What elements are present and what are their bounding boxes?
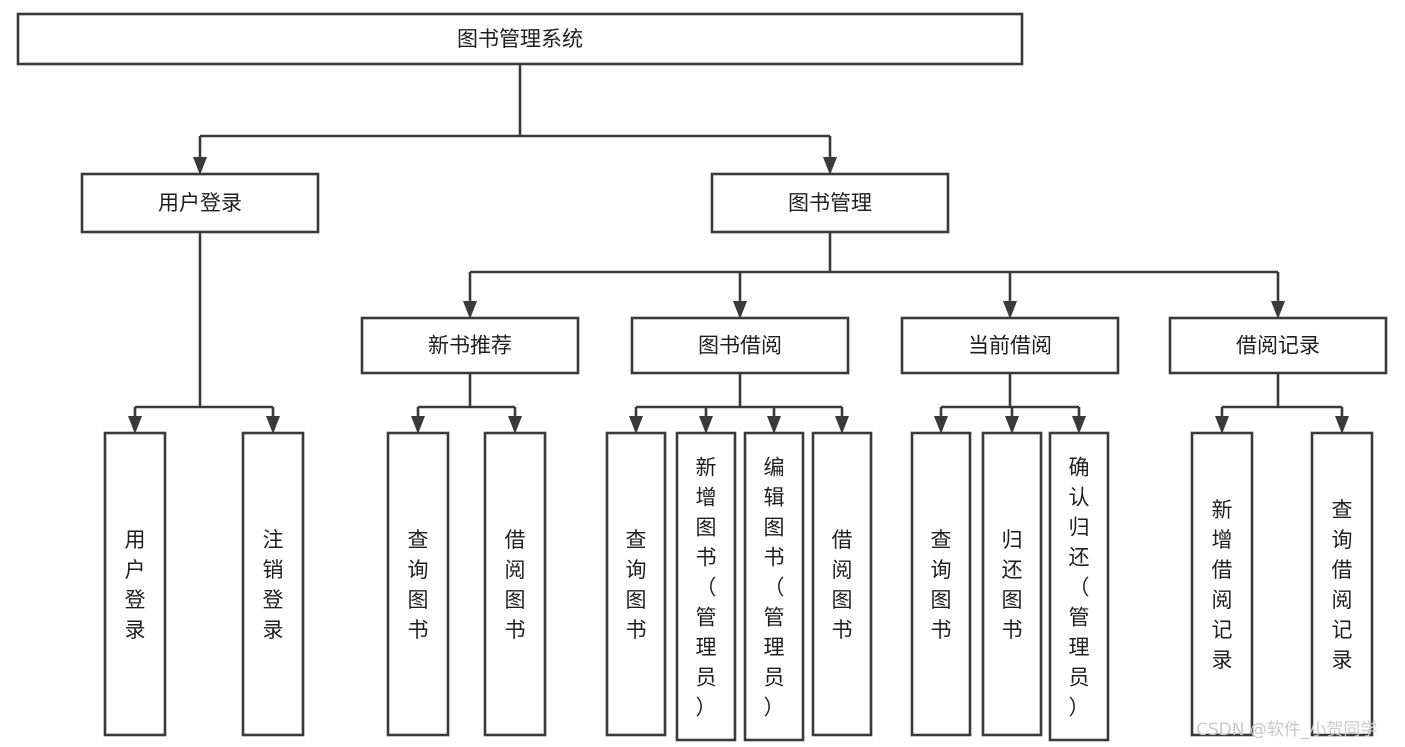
arrow-head-icon [1072,416,1086,434]
csdn-watermark: CSDN @软件_小贺同学 [1196,720,1377,740]
node-leaf-confirm-return[interactable]: 确认归还（管理员） [1048,431,1110,742]
arrow-head-icon [767,416,781,434]
arrow-head-icon [1003,301,1017,319]
edge-group-root [193,64,837,175]
node-box-leaf-borrow-book-rec[interactable] [483,431,547,737]
arrow-head-icon [699,416,713,434]
node-box-current-borrow[interactable] [900,316,1120,375]
node-leaf-user-login[interactable]: 用户登录 [103,431,167,737]
edge-layer [128,64,1349,434]
node-label-leaf-query-book-cur: 查询图书 [931,528,952,642]
arrow-head-icon [629,416,643,434]
node-leaf-query-book-rec[interactable]: 查询图书 [386,431,450,737]
node-label-leaf-borrow-book: 借阅图书 [832,528,853,642]
edge-group-new-book-rec [411,373,522,434]
node-label-borrow-record: 借阅记录 [1236,334,1320,358]
node-leaf-logout[interactable]: 注销登录 [241,431,305,737]
arrow-head-icon [934,416,948,434]
node-label-leaf-borrow-book-rec: 借阅图书 [505,528,526,642]
arrow-head-icon [128,416,142,434]
node-box-leaf-add-record[interactable] [1190,431,1254,737]
node-label-book-borrow: 图书借阅 [698,334,782,358]
node-box-leaf-query-book-borrow[interactable] [605,431,667,737]
node-new-book-rec[interactable]: 新书推荐 [360,316,580,375]
node-user-login[interactable]: 用户登录 [80,172,320,234]
node-leaf-add-book[interactable]: 新增图书（管理员） [675,431,737,742]
arrow-head-icon [1271,301,1285,319]
arrow-head-icon [823,157,837,175]
node-leaf-add-record[interactable]: 新增借阅记录 [1190,431,1254,737]
node-label-book-mgmt: 图书管理 [788,191,872,215]
node-box-leaf-query-book-cur[interactable] [910,431,972,737]
node-label-root: 图书管理系统 [457,27,583,51]
node-layer: 图书管理系统用户登录图书管理新书推荐图书借阅当前借阅借阅记录用户登录注销登录查询… [16,12,1388,742]
arrow-head-icon [1005,416,1019,434]
node-current-borrow[interactable]: 当前借阅 [900,316,1120,375]
node-leaf-borrow-book[interactable]: 借阅图书 [811,431,873,737]
node-box-leaf-add-book[interactable] [675,431,737,742]
node-box-leaf-user-login[interactable] [103,431,167,737]
node-label-leaf-user-login: 用户登录 [125,528,146,642]
arrow-head-icon [411,416,425,434]
node-label-leaf-logout: 注销登录 [263,528,284,642]
node-label-leaf-return-book: 归还图书 [1002,528,1023,642]
arrow-head-icon [1215,416,1229,434]
node-box-book-mgmt[interactable] [710,172,950,234]
node-box-leaf-return-book[interactable] [981,431,1043,737]
edge-group-current-borrow [934,373,1086,434]
node-book-borrow[interactable]: 图书借阅 [630,316,850,375]
node-book-mgmt[interactable]: 图书管理 [710,172,950,234]
node-leaf-edit-book[interactable]: 编辑图书（管理员） [743,431,805,742]
node-label-new-book-rec: 新书推荐 [428,334,512,358]
arrow-head-icon [733,301,747,319]
node-root[interactable]: 图书管理系统 [16,12,1024,66]
arrow-head-icon [266,416,280,434]
arrow-head-icon [463,301,477,319]
edge-group-book-mgmt [463,232,1285,319]
node-box-leaf-confirm-return[interactable] [1048,431,1110,742]
node-box-new-book-rec[interactable] [360,316,580,375]
edge-group-user-login [128,232,280,434]
node-box-user-login[interactable] [80,172,320,234]
arrow-head-icon [835,416,849,434]
node-leaf-borrow-book-rec[interactable]: 借阅图书 [483,431,547,737]
node-leaf-return-book[interactable]: 归还图书 [981,431,1043,737]
node-box-leaf-borrow-book[interactable] [811,431,873,737]
node-box-leaf-logout[interactable] [241,431,305,737]
node-box-borrow-record[interactable] [1168,316,1388,375]
node-label-leaf-add-record: 新增借阅记录 [1212,498,1233,672]
node-label-user-login: 用户登录 [158,191,242,215]
node-box-leaf-edit-book[interactable] [743,431,805,742]
node-box-leaf-query-book-rec[interactable] [386,431,450,737]
node-label-leaf-query-record: 查询借阅记录 [1332,498,1353,672]
node-label-current-borrow: 当前借阅 [968,334,1052,358]
node-box-root[interactable] [16,12,1024,66]
node-label-leaf-query-book-borrow: 查询图书 [626,528,647,642]
node-borrow-record[interactable]: 借阅记录 [1168,316,1388,375]
edge-group-borrow-record [1215,373,1349,434]
arrow-head-icon [508,416,522,434]
node-leaf-query-book-borrow[interactable]: 查询图书 [605,431,667,737]
node-label-leaf-query-book-rec: 查询图书 [408,528,429,642]
arrow-head-icon [193,157,207,175]
node-leaf-query-book-cur[interactable]: 查询图书 [910,431,972,737]
node-label-leaf-confirm-return: 确认归还（管理员） [1069,456,1090,720]
node-leaf-query-record[interactable]: 查询借阅记录 [1310,431,1374,737]
node-label-leaf-add-book: 新增图书（管理员） [696,456,717,720]
node-label-leaf-edit-book: 编辑图书（管理员） [764,456,785,720]
arrow-head-icon [1335,416,1349,434]
node-box-leaf-query-record[interactable] [1310,431,1374,737]
edge-group-book-borrow [629,373,849,434]
node-box-book-borrow[interactable] [630,316,850,375]
